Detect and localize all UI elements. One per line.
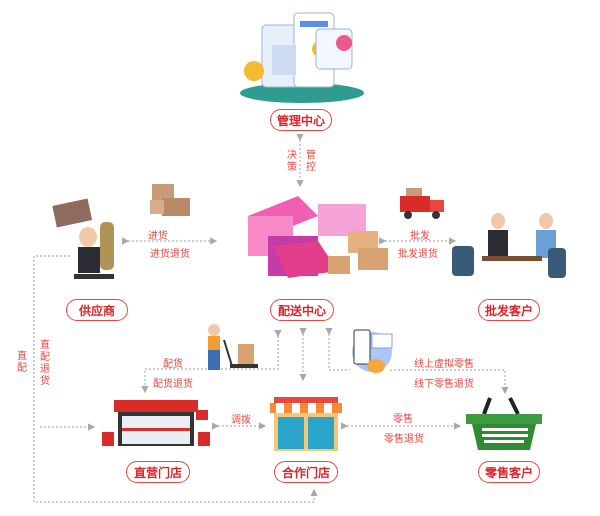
wholesale-meeting-illustration	[452, 213, 566, 278]
label-decision: 决策	[287, 150, 297, 173]
node-retail-customer: 零售客户	[478, 461, 540, 483]
label-purchase-return: 进货退货	[150, 249, 190, 260]
allocation-line	[141, 330, 282, 394]
boxes-illustration	[150, 184, 190, 216]
online-retail-line	[325, 328, 350, 371]
label-retail: 零售	[393, 414, 413, 425]
label-direct-delivery: 直配	[17, 351, 27, 374]
partner-store-illustration	[270, 397, 342, 451]
label-retail-return: 零售退货	[384, 434, 424, 445]
truck-illustration	[400, 188, 444, 219]
direct-delivery-line	[33, 255, 318, 503]
shopping-basket-icon	[466, 397, 542, 450]
label-online-retail: 线上虚拟零售	[414, 359, 474, 370]
label-transfer: 调拨	[231, 415, 251, 426]
label-allocation-return: 配货退货	[153, 379, 193, 390]
distribution-center-illustration	[248, 196, 388, 278]
direct-store-illustration	[102, 400, 210, 446]
label-wholesale-return: 批发退货	[398, 249, 438, 260]
node-management: 管理中心	[270, 109, 332, 131]
label-wholesale: 批发	[410, 231, 430, 242]
mobile-shop-illustration	[352, 329, 393, 373]
node-partner-store: 合作门店	[274, 461, 338, 483]
label-purchase: 进货	[148, 231, 168, 242]
label-control: 管控	[306, 150, 316, 173]
label-allocation: 配货	[163, 359, 183, 370]
management-dashboard-illustration	[240, 12, 364, 103]
supplier-illustration	[52, 198, 114, 279]
worker-pallet-illustration	[208, 324, 258, 370]
label-offline-retail-return: 线下零售退货	[414, 379, 474, 390]
node-distribution: 配送中心	[270, 299, 334, 321]
node-wholesale-customer: 批发客户	[478, 299, 540, 321]
label-direct-delivery-return: 直配退货	[40, 340, 50, 387]
node-direct-store: 直营门店	[126, 461, 190, 483]
node-supplier: 供应商	[66, 299, 128, 321]
